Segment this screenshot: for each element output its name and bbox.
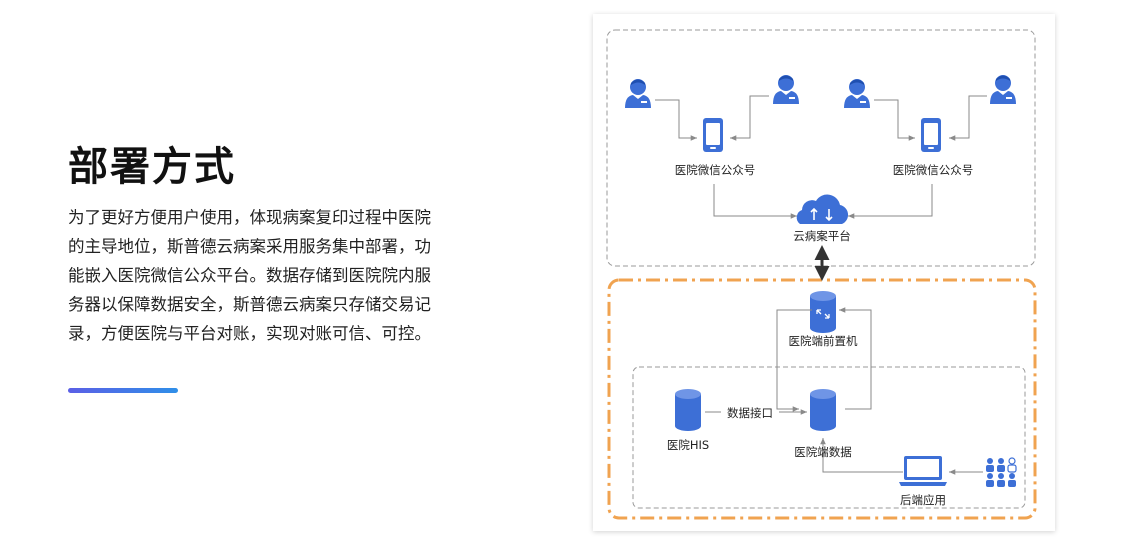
- accent-underline: [68, 388, 178, 393]
- paragraph-line: 录，方便医院与平台对账，实现对账可信、可控。: [68, 324, 431, 343]
- deployment-diagram: 医院微信公众号 医院微信公众号 云病案平台 医院端前置机 数据接口 医院HIS …: [593, 14, 1055, 531]
- backend-app-label: 后端应用: [900, 493, 946, 507]
- user-icon: [990, 75, 1016, 104]
- front-machine-label: 医院端前置机: [788, 334, 858, 348]
- hospital-data-icon: [810, 389, 836, 431]
- cloud-platform-label: 云病案平台: [793, 229, 851, 243]
- phone-icon: [703, 118, 723, 152]
- his-label: 医院HIS: [666, 438, 710, 452]
- wechat-left-label: 医院微信公众号: [674, 163, 756, 177]
- cloud-icon: [796, 194, 849, 224]
- intro-panel: 部署方式 为了更好方便用户使用，体现病案复印过程中医院 的主导地位，斯普德云病案…: [0, 0, 560, 552]
- his-database-icon: [675, 389, 701, 431]
- diagram-canvas: [606, 29, 1037, 520]
- data-interface-label: 数据接口: [726, 405, 774, 421]
- paragraph-line: 能嵌入医院微信公众平台。数据存储到医院院内服: [68, 266, 431, 285]
- description-paragraph: 为了更好方便用户使用，体现病案复印过程中医院 的主导地位，斯普德云病案采用服务集…: [68, 203, 508, 348]
- phone-icon: [921, 118, 941, 152]
- paragraph-line: 务器以保障数据安全，斯普德云病案只存储交易记: [68, 295, 431, 314]
- page-title: 部署方式: [68, 144, 236, 190]
- wechat-right-label: 医院微信公众号: [892, 163, 974, 177]
- laptop-icon: [899, 456, 947, 486]
- hospital-data-label: 医院端数据: [794, 445, 852, 459]
- user-icon: [844, 79, 870, 108]
- user-icon: [773, 75, 799, 104]
- user-group-icon: [986, 457, 1017, 487]
- user-icon: [625, 79, 651, 108]
- paragraph-line: 的主导地位，斯普德云病案采用服务集中部署，功: [68, 237, 431, 256]
- paragraph-line: 为了更好方便用户使用，体现病案复印过程中医院: [68, 208, 431, 227]
- front-machine-icon: [810, 291, 836, 333]
